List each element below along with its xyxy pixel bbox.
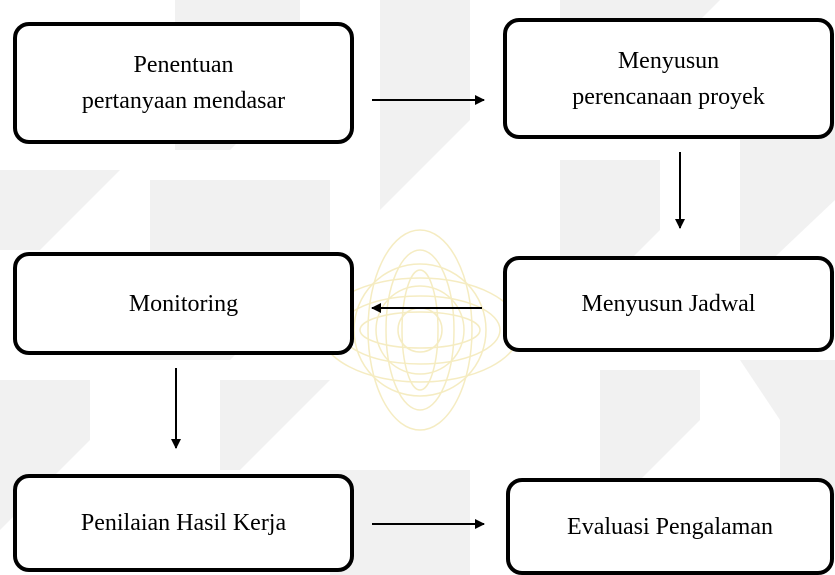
box-b6-label: Evaluasi Pengalaman (567, 513, 773, 540)
box-penilaian-hasil: Penilaian Hasil Kerja (13, 474, 354, 572)
box-b3-label: Monitoring (128, 290, 239, 317)
box-b4-label: Menyusun Jadwal (581, 291, 756, 317)
box-b5-label: Penilaian Hasil Kerja (80, 510, 287, 536)
box-b2-line2: perencanaan proyek (572, 83, 765, 110)
box-b1-line2: pertanyaan mendasar (81, 88, 286, 114)
box-menyusun-jadwal: Menyusun Jadwal (503, 256, 834, 352)
box-menyusun-perencanaan: Menyusun perencanaan proyek (503, 18, 834, 139)
box-evaluasi-pengalaman: Evaluasi Pengalaman (506, 478, 834, 575)
box-b2-line1: Menyusun (617, 47, 720, 74)
box-penentuan-pertanyaan: Penentuan pertanyaan mendasar (13, 22, 354, 144)
box-monitoring: Monitoring (13, 252, 354, 355)
box-b1-line1: Penentuan (133, 52, 234, 78)
